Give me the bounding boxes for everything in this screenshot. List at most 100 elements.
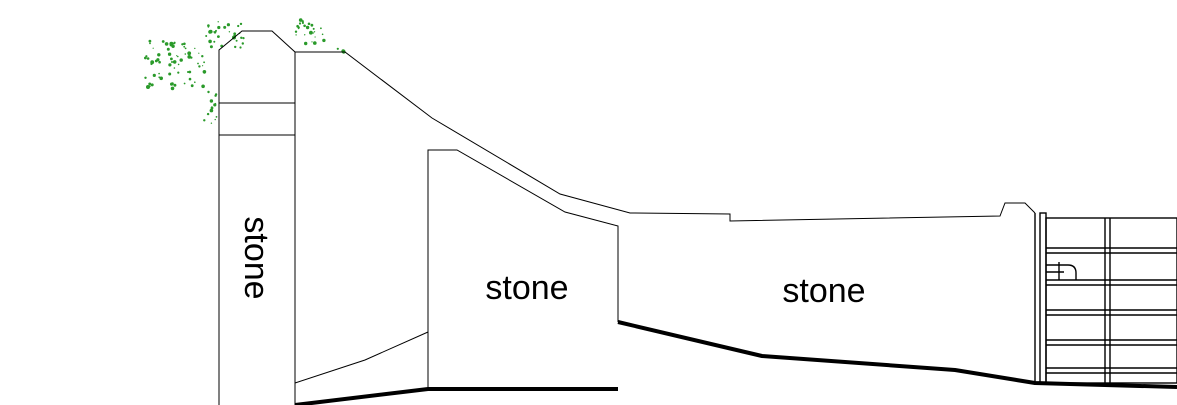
vegetation-dot [314, 36, 316, 38]
vegetation-dot [201, 84, 205, 89]
vegetation-dot [304, 41, 308, 46]
vegetation-dot [172, 60, 177, 64]
vegetation-dot [148, 85, 151, 88]
vegetation-dot [298, 22, 302, 25]
vegetation-dot [157, 53, 161, 57]
vegetation-dot [202, 70, 207, 74]
pillar-base-lines [294, 331, 429, 384]
vegetation-dot [207, 26, 210, 28]
vegetation-dot [301, 21, 304, 24]
vegetation-dot [213, 31, 215, 33]
vegetation-dot [296, 24, 299, 28]
vegetation-dot [201, 55, 204, 58]
vegetation-dot [190, 84, 194, 88]
vegetation-dot [171, 61, 173, 63]
vegetation-dot [202, 65, 204, 67]
label-stone-wall: stone [782, 272, 865, 310]
vegetation-dot [144, 76, 147, 80]
vegetation-dot [181, 43, 184, 46]
vegetation-dot [210, 106, 214, 110]
vegetation-dot [188, 77, 192, 81]
vegetation-dot [311, 41, 313, 43]
vegetation-icon [144, 18, 346, 124]
wall-top-profile [295, 51, 1036, 222]
vegetation-dot [214, 118, 216, 121]
vegetation-dot [213, 103, 217, 107]
vegetation-dot [336, 47, 339, 50]
vegetation-dot [320, 27, 322, 30]
vegetation-dot [170, 57, 173, 61]
vegetation-dot [312, 27, 315, 30]
vegetation-dot [217, 21, 219, 23]
vegetation-dot [161, 40, 165, 43]
vegetation-dot [152, 73, 156, 77]
vegetation-dot [209, 108, 214, 113]
vegetation-dot [167, 52, 172, 56]
vegetation-dot [241, 42, 244, 45]
vegetation-dot [239, 46, 242, 49]
vegetation-dot [206, 112, 210, 116]
vegetation-dot [177, 63, 180, 66]
gate-icon [1034, 212, 1177, 385]
vegetation-dot [176, 55, 178, 57]
vegetation-dot [226, 23, 230, 27]
vegetation-dot [173, 67, 176, 69]
vegetation-dot [168, 72, 172, 76]
vegetation-dot [168, 63, 172, 67]
vegetation-dot [310, 23, 314, 27]
vegetation-dot [209, 99, 214, 103]
vegetation-dot [187, 51, 192, 56]
vegetation-dot [187, 71, 189, 73]
stone-pillar [218, 30, 296, 405]
vegetation-dot [223, 25, 227, 29]
vegetation-dot [159, 76, 163, 81]
vegetation-dot [215, 102, 217, 105]
vegetation-dot [210, 122, 213, 124]
vegetation-dot [242, 37, 245, 40]
vegetation-dot [197, 62, 199, 65]
vegetation-dot [198, 52, 200, 54]
vegetation-dot [322, 38, 326, 43]
vegetation-dot [307, 22, 311, 26]
vegetation-dot [209, 45, 213, 49]
vegetation-dot [313, 41, 317, 45]
vegetation-dot [205, 35, 208, 37]
vegetation-dot [215, 29, 217, 32]
vegetation-dot [203, 61, 206, 64]
vegetation-dot [294, 30, 298, 33]
label-stone-middle: stone [485, 269, 568, 307]
vegetation-dot [183, 45, 186, 48]
vegetation-dot [164, 42, 169, 46]
vegetation-dot [305, 25, 310, 30]
vegetation-dot [298, 18, 303, 22]
vegetation-dot [239, 22, 243, 26]
vegetation-dot [214, 93, 218, 96]
vegetation-dot [158, 72, 160, 75]
vegetation-dot [188, 70, 192, 74]
vegetation-dot [240, 36, 243, 39]
vegetation-dot [313, 31, 316, 33]
vegetation-dot [303, 24, 306, 28]
vegetation-dot [194, 81, 196, 83]
vegetation-dot [183, 42, 186, 46]
vegetation-dot [298, 27, 300, 29]
vegetation-dot [150, 83, 154, 87]
vegetation-dot [233, 32, 237, 36]
vegetation-dot [321, 33, 324, 36]
vegetation-dot [146, 57, 150, 60]
vegetation-dot [213, 40, 216, 43]
vegetation-dot [148, 82, 152, 86]
vegetation-dot [173, 83, 177, 87]
vegetation-dot [207, 24, 210, 27]
vegetation-dot [156, 58, 160, 62]
vegetation-dot [309, 30, 313, 35]
vegetation-dot [148, 39, 152, 43]
vegetation-dot [144, 56, 147, 60]
vegetation-dot [194, 47, 196, 50]
vegetation-dot [217, 25, 221, 30]
vegetation-dot [208, 29, 213, 34]
vegetation-dot [203, 72, 206, 74]
vegetation-dot [237, 24, 240, 28]
vegetation-dot [152, 47, 154, 49]
